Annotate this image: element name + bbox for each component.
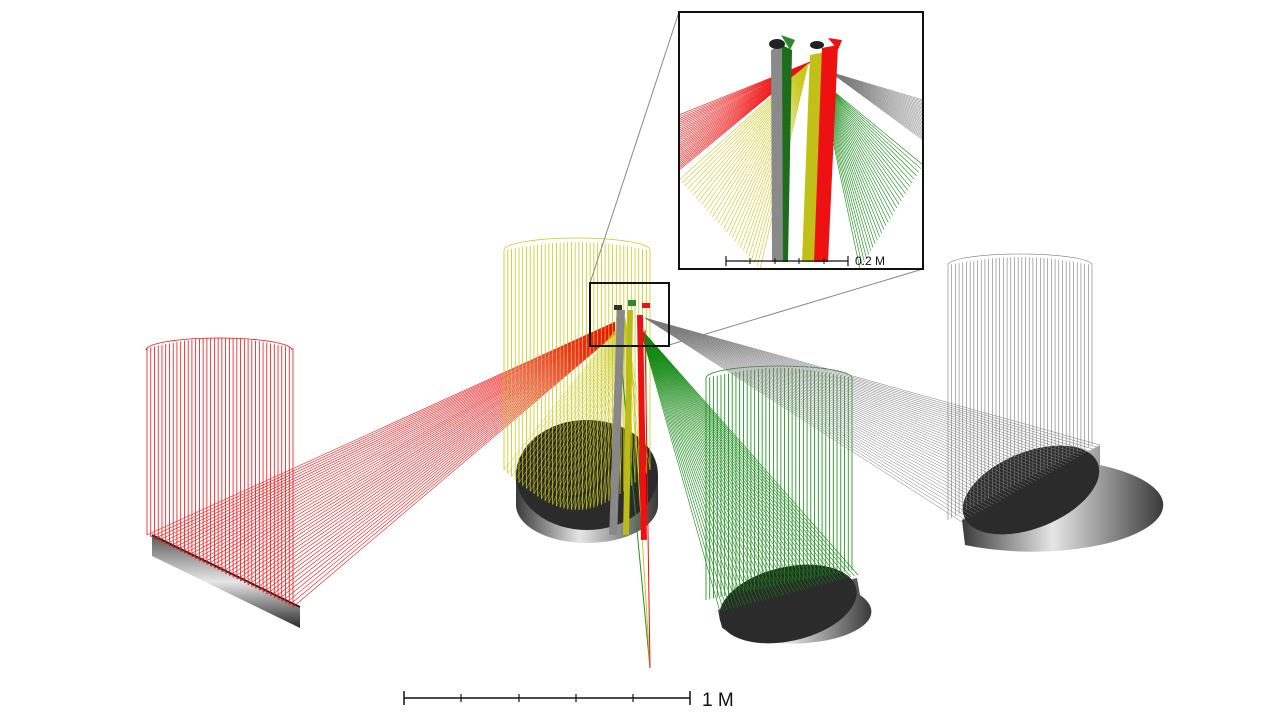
ray-bundle-gray (644, 253, 1101, 523)
inset-panel: 0.2 M (678, 11, 924, 270)
inset-scale-label: 0.2 M (855, 254, 885, 268)
ray-bundles (145, 237, 1101, 613)
inset-scale-bar: 0.2 M (725, 254, 885, 268)
inset-leader-lines (589, 11, 924, 346)
inset-ray-bundle-gray (829, 71, 923, 141)
mirror-yellow (516, 420, 658, 543)
zoom-region-box (589, 282, 670, 347)
inset-central-assembly (769, 35, 842, 262)
ray-bundle-red (145, 321, 616, 608)
central-assembly (609, 300, 651, 669)
main-scale-label: 1 M (702, 690, 734, 711)
ray-bundle-green (639, 327, 859, 613)
mirror-gray (962, 445, 1164, 552)
main-scale-bar: 1 M (403, 690, 734, 711)
